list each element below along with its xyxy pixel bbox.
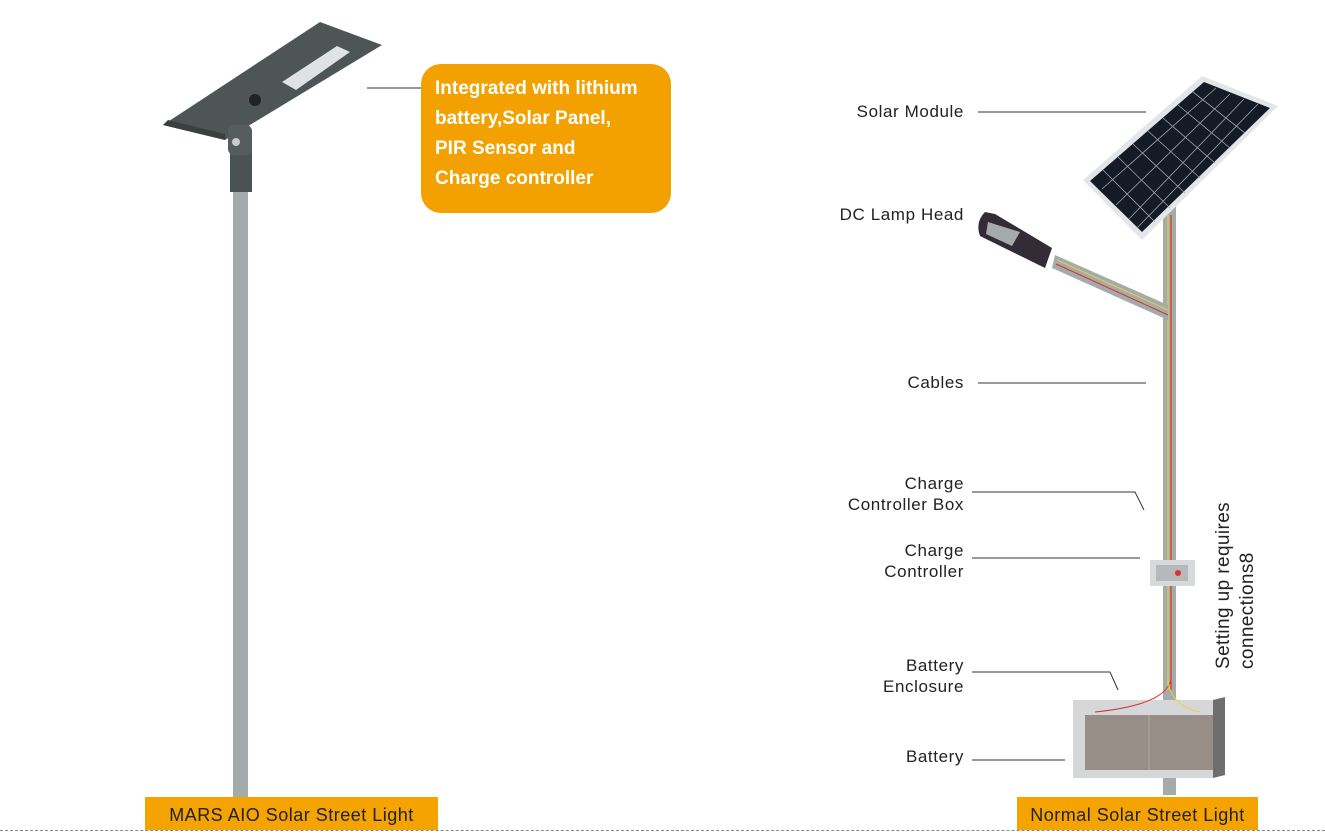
callout-line: PIR Sensor and bbox=[435, 138, 576, 159]
label-battery: Battery bbox=[905, 747, 964, 766]
label-cables: Cables bbox=[907, 373, 964, 392]
note-line: connections8 bbox=[1237, 552, 1258, 669]
label-battery-enclosure: Battery Enclosure bbox=[883, 655, 964, 697]
label-lamp-head: DC Lamp Head bbox=[839, 205, 964, 224]
label-charge-controller-box: Charge Controller Box bbox=[848, 473, 964, 515]
callout-line: Integrated with lithium bbox=[435, 78, 638, 99]
label-line: Battery bbox=[905, 656, 964, 675]
label-line: Controller Box bbox=[847, 495, 964, 514]
note-line: Setting up requires bbox=[1213, 501, 1234, 669]
label-line: Charge bbox=[904, 474, 964, 493]
ground-divider bbox=[0, 830, 1325, 831]
label-solar-module: Solar Module bbox=[856, 102, 964, 121]
label-line: Controller bbox=[884, 562, 964, 581]
connections-note: Setting up requires connections8 bbox=[1212, 469, 1260, 669]
callout-line: battery,Solar Panel, bbox=[435, 108, 611, 129]
normal-title-tag: Normal Solar Street Light bbox=[1017, 797, 1258, 830]
label-charge-controller: Charge Controller bbox=[884, 540, 964, 582]
label-line: Enclosure bbox=[883, 677, 964, 696]
callout-line: Charge controller bbox=[435, 168, 594, 189]
aio-features-callout: Integrated with lithium battery,Solar Pa… bbox=[421, 64, 671, 213]
normal-street-light-illustration bbox=[972, 76, 1278, 795]
aio-street-light-illustration bbox=[163, 22, 421, 798]
label-line: Charge bbox=[904, 541, 964, 560]
aio-title-tag: MARS AIO Solar Street Light bbox=[145, 797, 438, 830]
